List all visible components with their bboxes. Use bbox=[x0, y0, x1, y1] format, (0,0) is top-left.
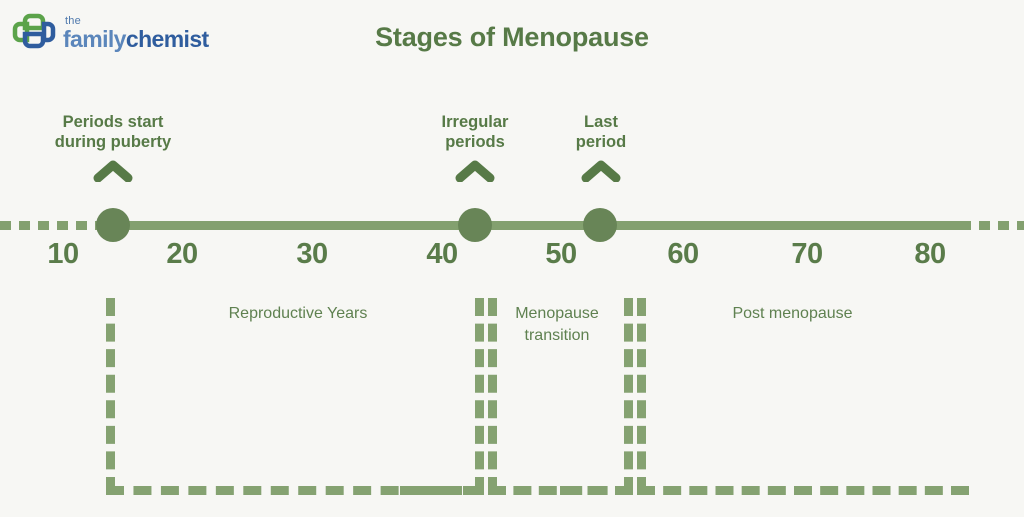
axis-tick-70: 70 bbox=[791, 238, 823, 270]
axis-dashed-end bbox=[960, 221, 1024, 230]
marker-irregular-periods: Irregular periods bbox=[397, 112, 553, 183]
marker-label: Periods start during puberty bbox=[54, 113, 172, 152]
axis-tick-20: 20 bbox=[166, 238, 198, 270]
brand-wordmark: the familychemist bbox=[63, 14, 209, 51]
marker-last-period: Last period bbox=[523, 112, 679, 183]
chevron-up-icon bbox=[93, 160, 133, 183]
timeline-axis bbox=[0, 221, 1024, 230]
bracket-menopause-transition-end bbox=[560, 298, 633, 495]
family-chemist-cross-icon bbox=[12, 13, 56, 49]
marker-label: Last period bbox=[575, 113, 627, 152]
brand-family: family bbox=[63, 25, 126, 52]
page-title: Stages of Menopause bbox=[375, 22, 649, 52]
bracket-reproductive-years-end bbox=[400, 298, 484, 495]
axis-tick-60: 60 bbox=[667, 238, 699, 270]
brand-chemist: chemist bbox=[125, 25, 209, 52]
axis-solid-line bbox=[98, 221, 960, 230]
brand-logo[interactable]: the familychemist bbox=[12, 9, 242, 55]
brand-the: the bbox=[65, 14, 81, 27]
axis-tick-40: 40 bbox=[426, 238, 458, 270]
timeline-dot-irregular[interactable] bbox=[458, 208, 492, 242]
bracket-post-menopause bbox=[637, 298, 969, 495]
marker-periods-start: Periods start during puberty bbox=[13, 112, 213, 183]
axis-dashed-start bbox=[0, 221, 98, 230]
brand-familychemist: familychemist bbox=[63, 25, 209, 52]
marker-label: Irregular periods bbox=[441, 113, 509, 152]
axis-tick-10: 10 bbox=[47, 238, 79, 270]
timeline-dot-periods-start[interactable] bbox=[96, 208, 130, 242]
stage-label-menopause-transition: Menopause transition bbox=[515, 305, 599, 345]
axis-tick-50: 50 bbox=[545, 238, 577, 270]
chevron-up-icon bbox=[581, 160, 621, 183]
bracket-reproductive-years bbox=[106, 298, 481, 495]
stage-label-reproductive-years: Reproductive Years bbox=[228, 305, 368, 322]
stage-label-post-menopause: Post menopause bbox=[732, 305, 853, 322]
axis-tick-30: 30 bbox=[296, 238, 328, 270]
axis-tick-80: 80 bbox=[914, 238, 946, 270]
timeline-dot-last-period[interactable] bbox=[583, 208, 617, 242]
chevron-up-icon bbox=[455, 160, 495, 183]
